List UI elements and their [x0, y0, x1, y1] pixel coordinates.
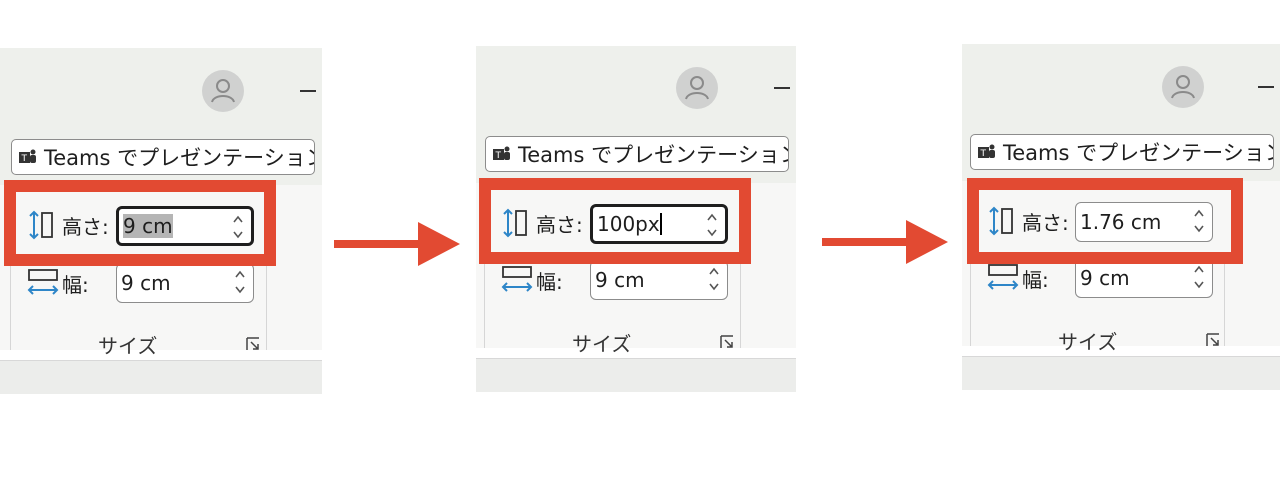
height-label: 高さ:: [536, 212, 583, 237]
width-icon: [27, 269, 59, 295]
spinner-icon[interactable]: [1192, 206, 1206, 236]
minimize-icon[interactable]: [300, 90, 316, 92]
teams-button-label: Teams でプレゼンテーション: [1003, 141, 1274, 165]
text-cursor: [659, 213, 662, 235]
spinner-icon[interactable]: [231, 212, 245, 242]
dialog-launcher-icon[interactable]: [1206, 333, 1220, 347]
group-separator: [1224, 258, 1225, 346]
teams-button-label: Teams でプレゼンテーション: [518, 143, 789, 167]
spinner-icon[interactable]: [705, 210, 719, 240]
user-avatar-icon[interactable]: [1162, 66, 1204, 108]
width-input[interactable]: 9 cm: [1075, 258, 1213, 298]
bottom-bar: [476, 358, 796, 392]
height-input[interactable]: 1.76 cm: [1075, 202, 1213, 242]
svg-text:T: T: [980, 149, 987, 159]
width-value: 9 cm: [595, 268, 645, 292]
teams-icon: T: [19, 149, 36, 164]
width-value: 9 cm: [1080, 266, 1130, 290]
bottom-bar: [962, 356, 1280, 390]
height-value: 100px: [597, 212, 660, 236]
height-icon: [989, 206, 1013, 236]
height-input[interactable]: 9 cm: [116, 206, 254, 246]
height-value: 9 cm: [123, 214, 173, 238]
minimize-icon[interactable]: [1258, 86, 1274, 88]
group-separator: [266, 262, 267, 350]
group-separator: [10, 262, 11, 350]
right-arrow-icon: [334, 222, 460, 270]
panel-step-3: T Teams でプレゼンテーション 高さ: 1.76 cm 幅: 9 cm サ…: [962, 0, 1280, 503]
group-separator: [740, 260, 741, 348]
width-row: 幅:: [500, 263, 586, 297]
height-label: 高さ:: [1022, 210, 1069, 235]
width-label: 幅:: [536, 269, 563, 294]
width-icon: [987, 264, 1019, 290]
group-separator: [970, 258, 971, 346]
width-label: 幅:: [1022, 267, 1049, 292]
height-icon: [29, 210, 53, 240]
spinner-icon[interactable]: [1192, 262, 1206, 292]
height-row: 高さ:: [26, 208, 112, 242]
user-avatar-icon[interactable]: [202, 70, 244, 112]
right-arrow-icon: [822, 220, 948, 268]
highlight-box: [967, 178, 1243, 264]
height-icon: [503, 208, 527, 238]
height-row: 高さ:: [500, 206, 586, 240]
height-value: 1.76 cm: [1080, 210, 1162, 234]
highlight-box: [479, 178, 751, 264]
panel-step-1: T Teams でプレゼンテーション 高さ: 9 cm 幅: 9 cm サイズ: [0, 0, 322, 503]
panel-step-2: T Teams でプレゼンテーション 高さ: 100px 幅: 9 cm サイズ: [476, 0, 796, 503]
present-in-teams-button[interactable]: T Teams でプレゼンテーション: [11, 139, 315, 175]
present-in-teams-button[interactable]: T Teams でプレゼンテーション: [485, 136, 789, 172]
width-row: 幅:: [986, 261, 1072, 295]
height-row: 高さ:: [986, 204, 1072, 238]
dialog-launcher-icon[interactable]: [720, 335, 734, 349]
width-icon: [501, 266, 533, 292]
spinner-icon[interactable]: [707, 264, 721, 294]
highlight-box: [4, 180, 276, 266]
size-group-label: サイズ: [572, 332, 632, 356]
teams-button-label: Teams でプレゼンテーション: [44, 146, 315, 170]
svg-text:T: T: [495, 151, 502, 161]
teams-icon: T: [978, 144, 995, 159]
spinner-icon[interactable]: [233, 267, 247, 297]
width-input[interactable]: 9 cm: [590, 260, 728, 300]
dialog-launcher-icon[interactable]: [246, 337, 260, 351]
height-input[interactable]: 100px: [590, 204, 728, 244]
minimize-icon[interactable]: [774, 87, 790, 89]
width-label: 幅:: [62, 272, 89, 297]
width-row: 幅:: [26, 266, 112, 300]
bottom-bar: [0, 360, 322, 394]
present-in-teams-button[interactable]: T Teams でプレゼンテーション: [970, 134, 1274, 170]
height-label: 高さ:: [62, 214, 109, 239]
user-avatar-icon[interactable]: [676, 67, 718, 109]
size-group-label: サイズ: [98, 334, 158, 358]
group-separator: [484, 260, 485, 348]
teams-icon: T: [493, 146, 510, 161]
size-group-label: サイズ: [1058, 330, 1118, 354]
width-input[interactable]: 9 cm: [116, 263, 254, 303]
width-value: 9 cm: [121, 271, 171, 295]
svg-text:T: T: [21, 154, 28, 164]
